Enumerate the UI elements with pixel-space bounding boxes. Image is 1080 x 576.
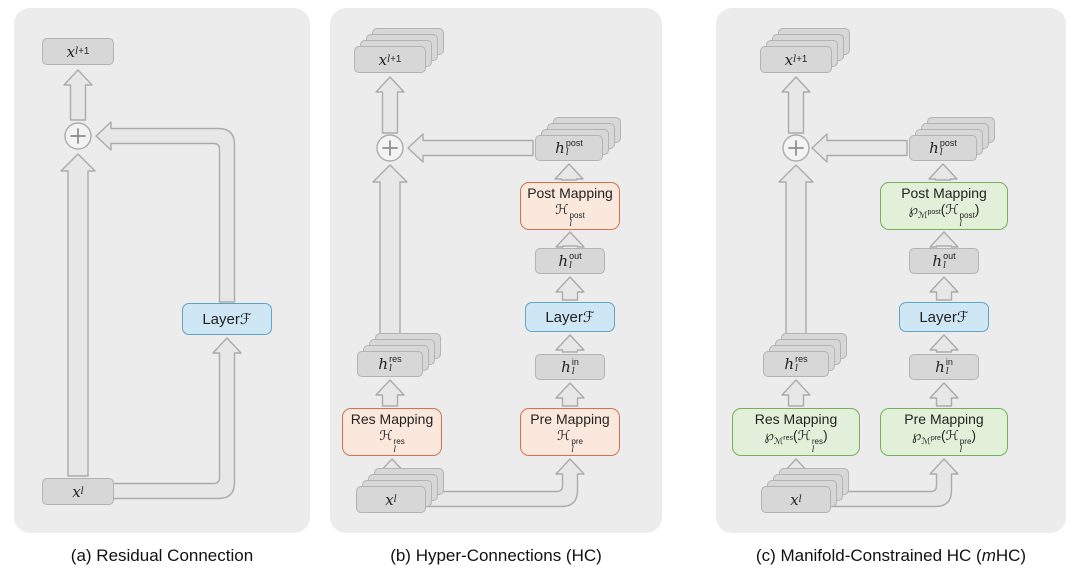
arrows-layer xyxy=(60,69,242,500)
up-arrow-hin-to-layer xyxy=(555,334,585,353)
up-arrow-hout-to-postmapping xyxy=(555,231,585,248)
left-arrow-hpost-to-sum xyxy=(811,133,908,163)
up-arrow-premapping-to-hin xyxy=(929,382,959,407)
up-arrow-sum-to-output xyxy=(375,76,405,134)
up-arrow-sum-to-output xyxy=(781,76,811,134)
bent-arrow-input-to-layer xyxy=(109,337,242,500)
up-arrow-resmapping-to-hres xyxy=(781,379,811,407)
bent-arrow-layer-to-sum xyxy=(95,121,236,303)
up-arrow-residual-stream xyxy=(778,164,814,349)
up-arrow-postmapping-to-hpost xyxy=(928,163,958,181)
add-circle-icon xyxy=(782,134,810,162)
bent-arrow-input-to-premapping xyxy=(822,458,959,508)
bent-arrow-input-to-premapping xyxy=(417,458,585,508)
res-mapping-title: Res Mapping xyxy=(754,410,838,427)
up-arrow-layer-to-hout xyxy=(929,276,959,301)
arrows-layer xyxy=(778,76,959,508)
caption-residual-connection: (a) Residual Connection xyxy=(70,546,254,565)
layer-f-box: Layer ℱ xyxy=(525,302,615,332)
up-arrow-sum-to-output xyxy=(63,69,93,121)
up-arrow-premapping-to-hin xyxy=(555,382,585,407)
add-circle-icon xyxy=(376,134,404,162)
pre-mapping-title: Pre Mapping xyxy=(530,410,610,427)
up-arrow-residual-stream xyxy=(60,153,96,477)
layer-f-box: Layer ℱ xyxy=(899,302,989,332)
post-mapping-title: Post Mapping xyxy=(901,184,987,201)
left-arrow-hpost-to-sum xyxy=(407,133,534,163)
up-arrow-hout-to-postmapping xyxy=(929,231,959,248)
layer-f-box: Layer ℱ xyxy=(182,303,272,335)
up-arrow-layer-to-hout xyxy=(555,276,585,301)
up-arrow-hin-to-layer xyxy=(929,334,959,353)
up-arrow-resmapping-to-hres xyxy=(375,379,405,407)
caption-hyper-connections: (b) Hyper-Connections (HC) xyxy=(390,546,602,565)
up-arrow-residual-stream xyxy=(372,164,408,349)
add-circle-icon xyxy=(64,122,92,150)
post-mapping-title: Post Mapping xyxy=(527,184,613,201)
pre-mapping-title: Pre Mapping xyxy=(904,410,984,427)
res-mapping-title: Res Mapping xyxy=(350,410,434,427)
up-arrow-postmapping-to-hpost xyxy=(554,163,584,181)
